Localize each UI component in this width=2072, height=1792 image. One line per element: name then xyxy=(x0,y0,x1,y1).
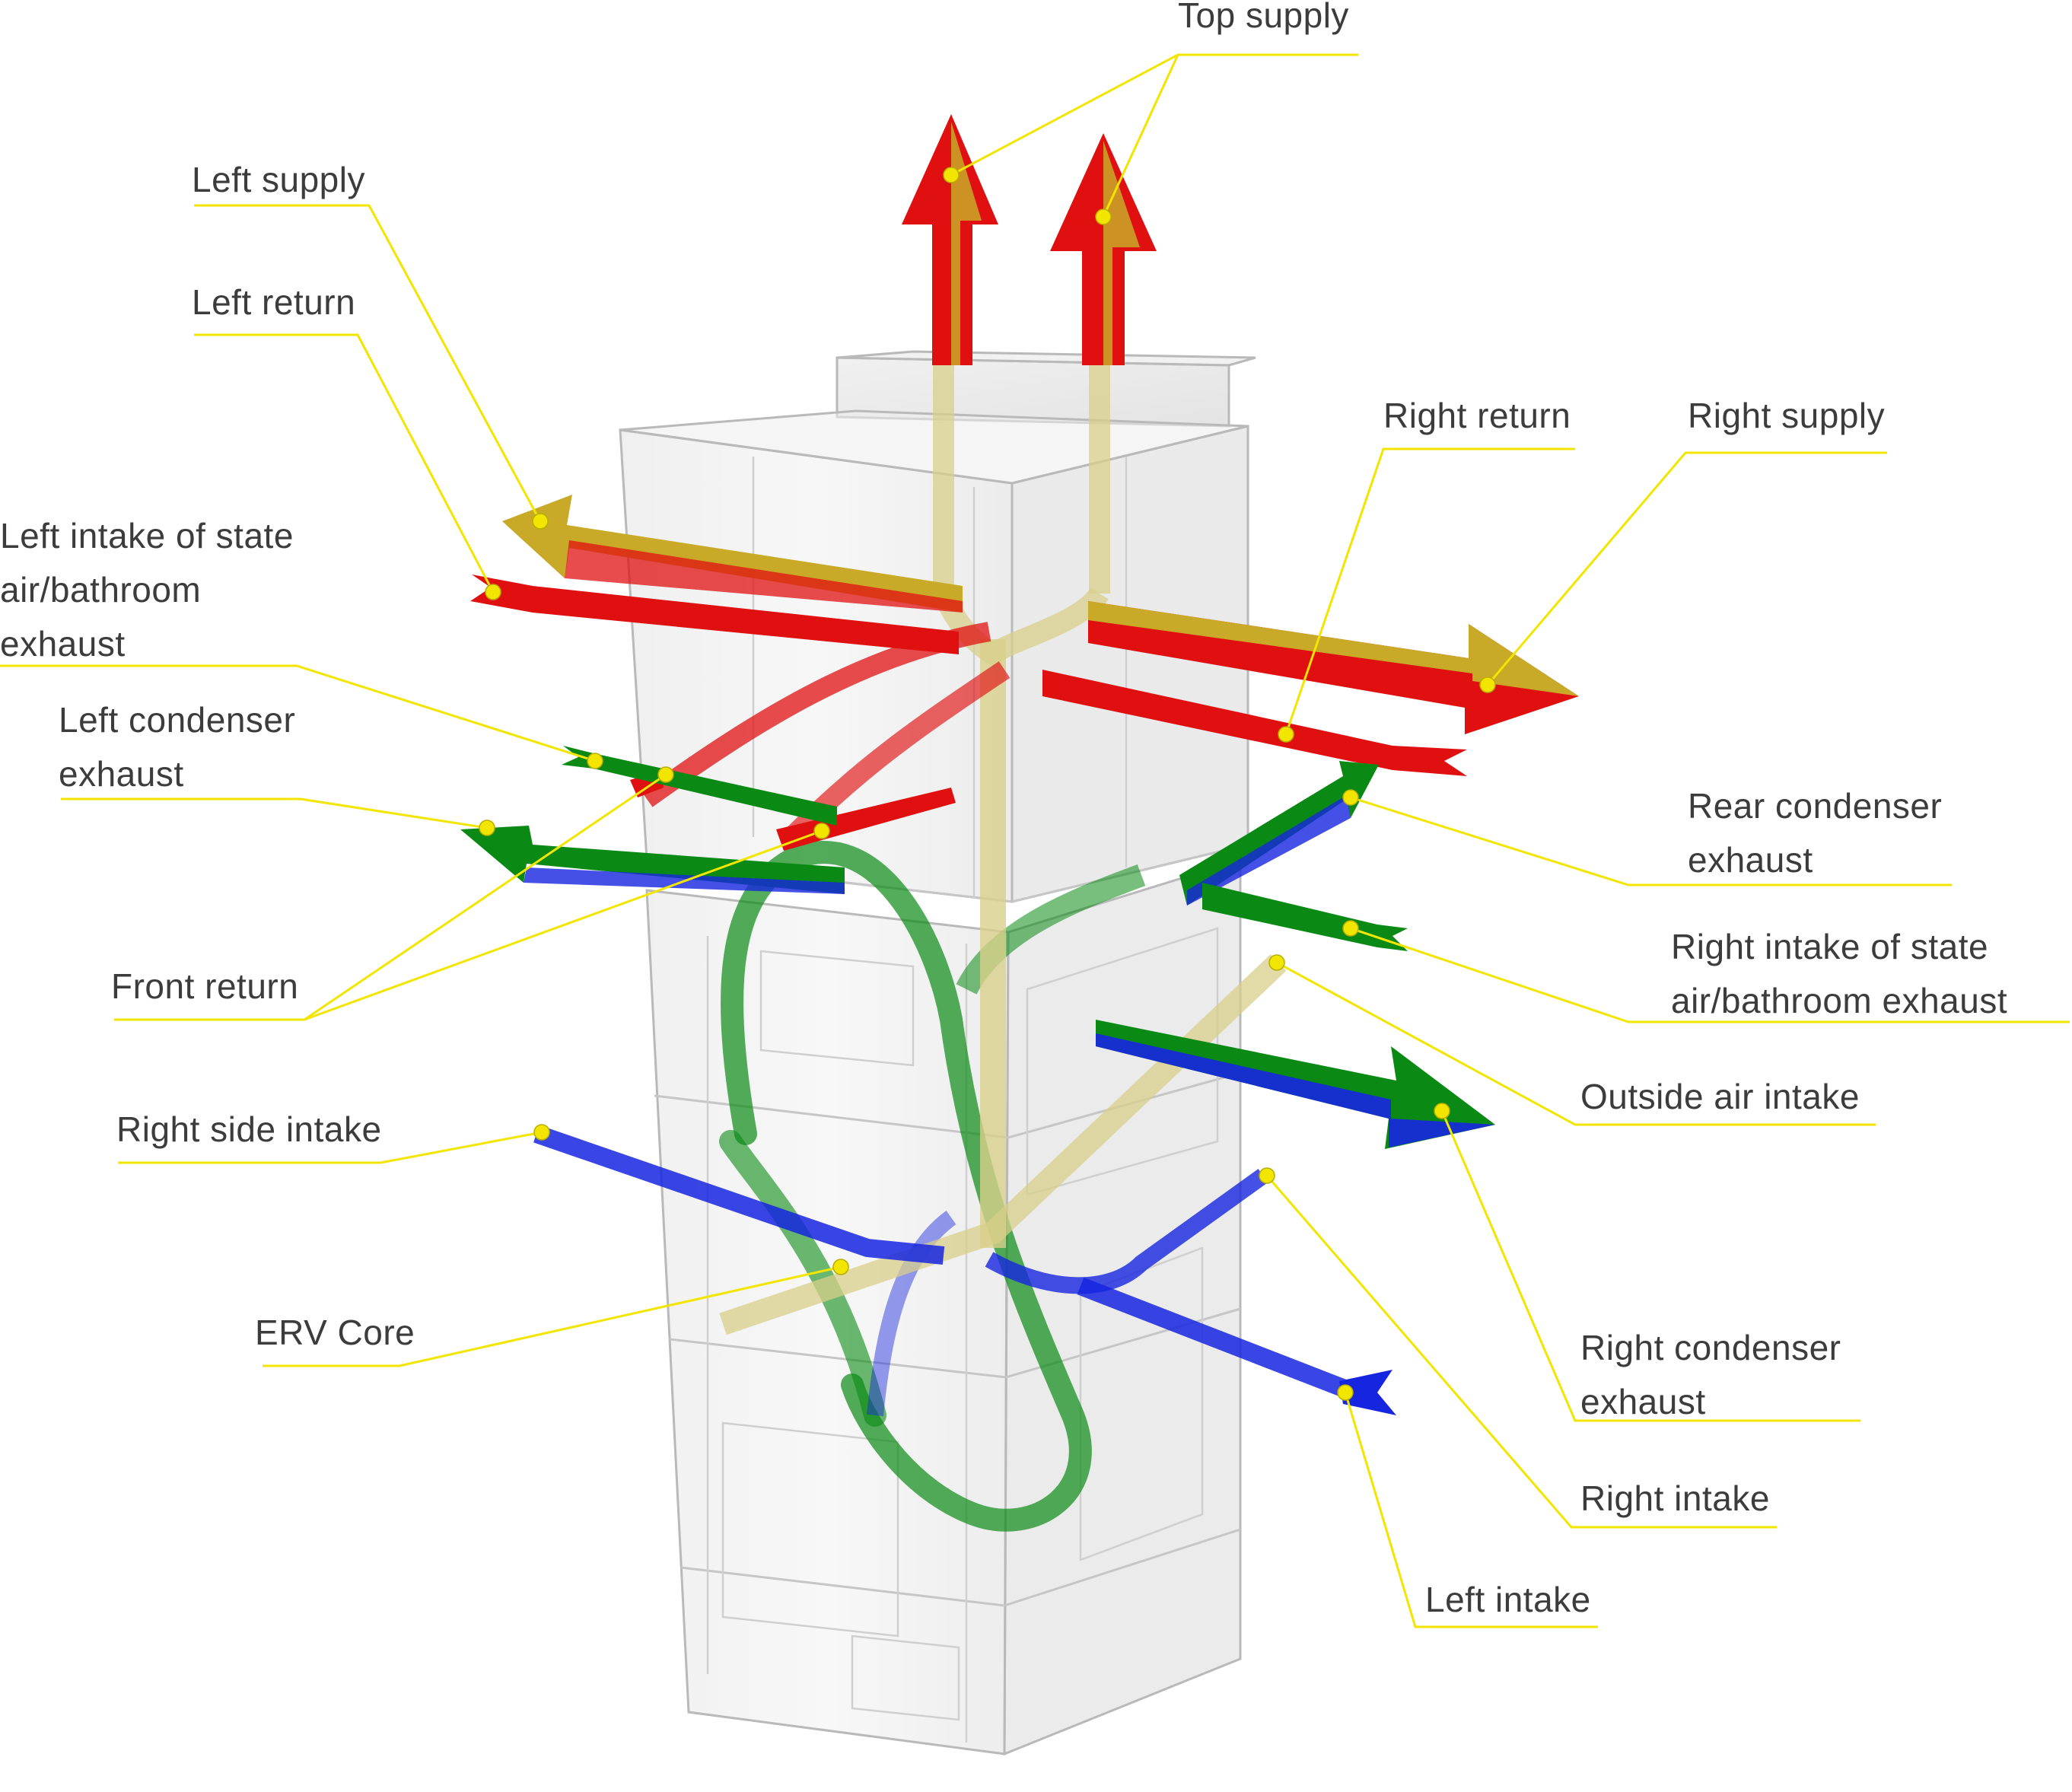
label-left-intake-stale: Left intake of state air/bathroom exhaus… xyxy=(0,516,304,664)
label-left-supply: Left supply xyxy=(192,160,365,199)
label-right-supply: Right supply xyxy=(1688,396,1885,435)
leader-lines xyxy=(0,53,2070,1628)
label-erv-core: ERV Core xyxy=(255,1313,415,1352)
label-right-intake-stale: Right intake of state air/bathroom exhau… xyxy=(1671,927,2007,1020)
label-right-side-intake: Right side intake xyxy=(116,1109,382,1149)
top-supply-arrow-right xyxy=(1050,133,1157,365)
rear-condenser-exhaust-arrow xyxy=(1179,761,1379,906)
label-rear-condenser-exhaust: Rear condenser exhaust xyxy=(1688,786,1953,880)
right-supply-arrow xyxy=(1088,601,1579,734)
right-side-intake-duct xyxy=(533,1125,945,1265)
right-return-arrow xyxy=(1042,670,1467,776)
left-supply-arrow xyxy=(502,495,963,613)
label-right-condenser-exhaust: Right condenser exhaust xyxy=(1580,1328,1851,1421)
label-outside-air-intake: Outside air intake xyxy=(1580,1077,1860,1116)
left-return-arrow xyxy=(470,575,959,654)
left-intake-stale-arrow xyxy=(562,746,837,826)
right-condenser-exhaust-arrow xyxy=(1096,1020,1495,1149)
label-top-supply: Top supply xyxy=(1178,0,1349,35)
label-left-return: Left return xyxy=(192,282,355,322)
top-supply-arrow-left xyxy=(902,114,998,365)
label-left-intake: Left intake xyxy=(1425,1580,1591,1619)
label-left-condenser-exhaust: Left condenser exhaust xyxy=(59,700,306,794)
label-right-return: Right return xyxy=(1383,396,1571,435)
label-front-return: Front return xyxy=(111,966,298,1006)
label-right-intake: Right intake xyxy=(1580,1478,1770,1518)
left-intake-duct xyxy=(1077,1277,1396,1415)
